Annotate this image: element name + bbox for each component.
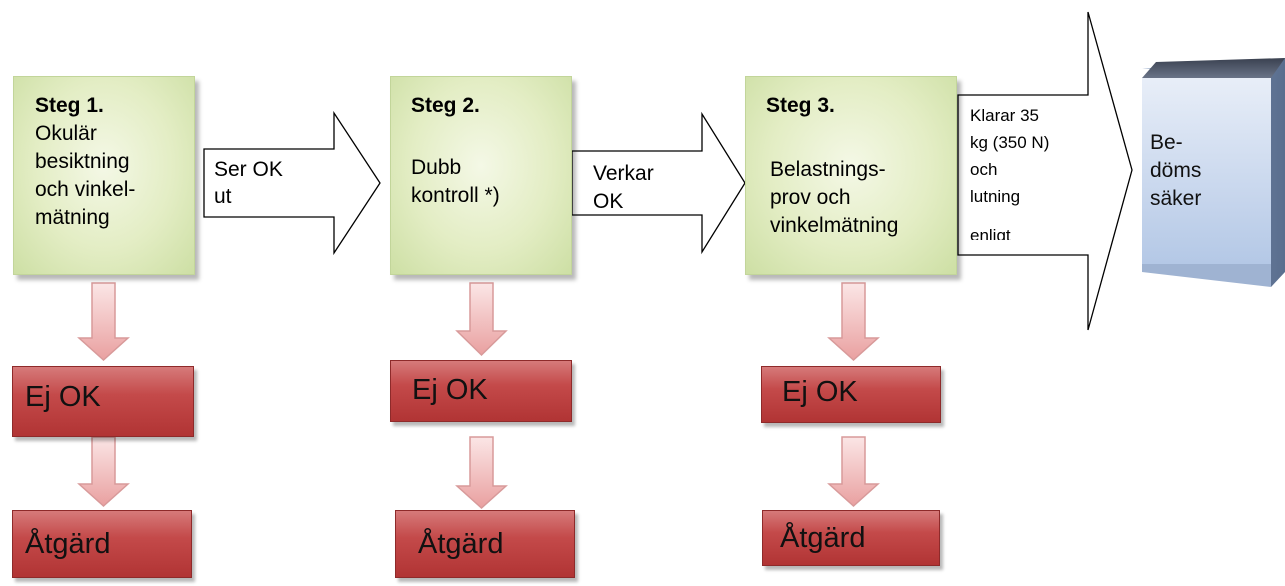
- right-arrow-3: [957, 11, 1133, 331]
- arrow-2-label-line-2: OK: [593, 190, 624, 213]
- down-arrow-step1-fail: [77, 282, 130, 362]
- step-1-line-2: besiktning: [35, 150, 130, 173]
- result-line-3: säker: [1150, 187, 1202, 210]
- action-box-3-label: Åtgärd: [780, 522, 866, 554]
- result-cube: [1142, 58, 1285, 287]
- fail-box-3-label: Ej OK: [782, 376, 858, 408]
- arrow-3-label-line-5: enligt: [970, 226, 1011, 240]
- step-1-line-1: Okulär: [35, 122, 97, 145]
- arrow-1-label-line-1: Ser OK: [214, 158, 283, 181]
- down-arrow-fail3-action: [827, 436, 880, 508]
- arrow-2-label-line-1: Verkar: [593, 162, 654, 185]
- step-3-line-3: vinkelmätning: [770, 214, 899, 237]
- right-arrow-2: [571, 111, 746, 255]
- down-arrow-step2-fail: [455, 282, 508, 357]
- arrow-1-label-line-2: ut: [214, 185, 232, 208]
- action-box-1: Åtgärd: [12, 510, 192, 578]
- arrow-3-label-line-2: kg (350 N): [970, 133, 1050, 152]
- action-box-2: Åtgärd: [395, 510, 575, 578]
- action-box-3: Åtgärd: [762, 510, 940, 566]
- step-2-line-2: kontroll *): [411, 184, 500, 207]
- down-arrow-fail2-action: [455, 436, 508, 510]
- step-3-line-2: prov och: [770, 186, 851, 209]
- right-arrow-1: [203, 110, 381, 256]
- step-1-line-4: mätning: [35, 206, 110, 229]
- fail-box-1: Ej OK: [12, 366, 194, 437]
- step-1-box: Steg 1. Okulär besiktning och vinkel- mä…: [13, 76, 195, 275]
- fail-box-2: Ej OK: [390, 360, 572, 422]
- step-2-line-1: Dubb: [411, 156, 462, 179]
- arrow-3-label-line-1: Klarar 35: [970, 106, 1039, 125]
- step-2-title: Steg 2.: [411, 94, 480, 117]
- action-box-2-label: Åtgärd: [418, 528, 504, 560]
- arrow-3-label-line-3: och: [970, 160, 998, 179]
- result-line-1: Be-: [1150, 131, 1183, 154]
- fail-box-1-label: Ej OK: [25, 381, 101, 413]
- down-arrow-fail1-action: [77, 436, 130, 508]
- step-1-title: Steg 1.: [35, 94, 104, 117]
- result-line-2: döms: [1150, 159, 1202, 182]
- step-3-box: Steg 3. Belastnings- prov och vinkelmätn…: [745, 76, 957, 275]
- step-3-line-1: Belastnings-: [770, 158, 886, 181]
- arrow-3-label-line-4: lutning: [970, 187, 1021, 206]
- fail-box-3: Ej OK: [761, 366, 941, 423]
- step-1-line-3: och vinkel-: [35, 178, 136, 201]
- down-arrow-step3-fail: [827, 282, 880, 362]
- step-2-box: Steg 2. Dubb kontroll *): [390, 76, 572, 275]
- action-box-1-label: Åtgärd: [25, 528, 111, 560]
- step-3-title: Steg 3.: [766, 94, 835, 117]
- fail-box-2-label: Ej OK: [412, 374, 488, 406]
